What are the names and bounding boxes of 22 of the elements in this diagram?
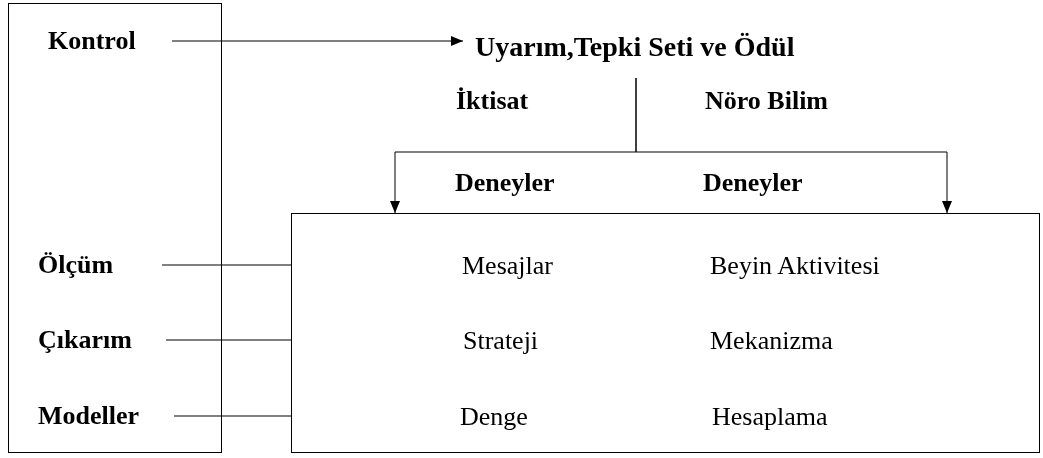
item-label: Hesaplama: [712, 401, 828, 433]
box-shape: [8, 3, 222, 453]
item-label: Mekanizma: [710, 325, 833, 357]
column-heading: Deneyler: [455, 167, 555, 199]
connector-line: [165, 339, 292, 341]
item-label: Strateji: [463, 325, 539, 357]
column-heading: Nöro Bilim: [705, 85, 829, 117]
arrow: [635, 77, 952, 214]
box-shape: [291, 213, 1040, 453]
connector-line: [161, 264, 292, 266]
title-label: Uyarım,Tepki Seti ve Ödül: [463, 30, 883, 70]
row-label: Modeller: [38, 399, 170, 433]
row-label: Çıkarım: [38, 323, 162, 357]
item-label: Denge: [460, 401, 528, 433]
column-heading: Deneyler: [703, 167, 803, 199]
item-label: Mesajlar: [462, 250, 553, 282]
connector-line: [173, 415, 292, 417]
arrow: [171, 36, 464, 46]
item-label: Beyin Aktivitesi: [710, 250, 880, 282]
column-heading: İktisat: [456, 85, 529, 117]
row-label: Kontrol: [48, 24, 168, 58]
row-label: Ölçüm: [38, 248, 158, 282]
